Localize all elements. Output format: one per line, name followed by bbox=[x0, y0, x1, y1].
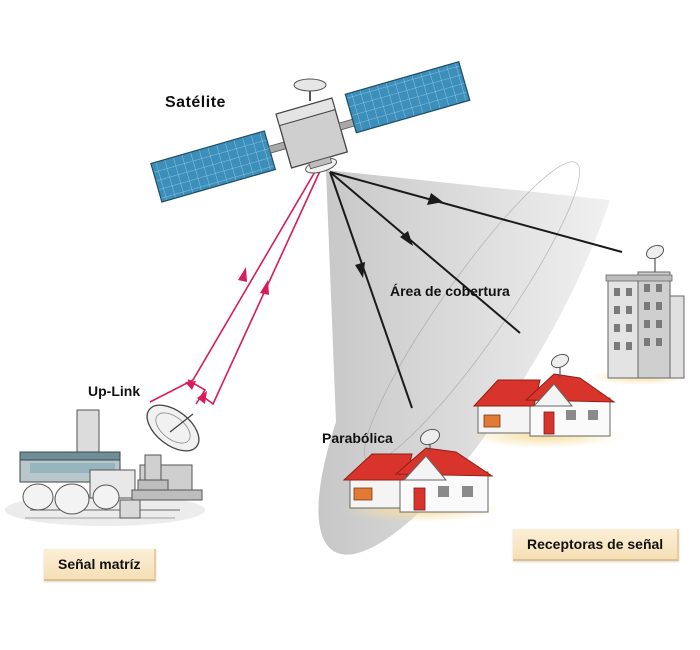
uplink-dish-icon bbox=[137, 404, 200, 491]
downlink-beam-house-left bbox=[329, 171, 413, 409]
arrowhead-icon bbox=[400, 231, 413, 246]
coverage-area-label: Área de cobertura bbox=[390, 283, 510, 299]
arrowhead-icon bbox=[197, 391, 207, 404]
source-signal-tag: Señal matríz bbox=[44, 549, 157, 581]
downlink-arrowheads bbox=[355, 193, 443, 278]
uplink-label: Up-Link bbox=[88, 383, 141, 399]
dish-label: Parabólica bbox=[322, 430, 393, 446]
receivers-tag: Receptoras de señal bbox=[513, 529, 680, 561]
uplink-beam-outer bbox=[149, 169, 317, 403]
downlink-beams bbox=[329, 171, 623, 409]
apartment-building-icon bbox=[590, 244, 690, 385]
arrowhead-icon bbox=[427, 193, 443, 205]
downlink-beam-building bbox=[329, 171, 623, 253]
uplink-beams bbox=[149, 169, 321, 406]
arrowhead-icon bbox=[355, 262, 365, 278]
uplink-beam-inner bbox=[204, 170, 321, 406]
ground-station-icon bbox=[5, 409, 205, 526]
arrowhead-icon bbox=[260, 280, 269, 295]
house-right-icon bbox=[467, 353, 623, 448]
satellite-icon bbox=[150, 60, 471, 203]
downlink-beam-house-right bbox=[329, 171, 521, 334]
arrowhead-icon bbox=[238, 267, 247, 282]
house-left-icon bbox=[340, 428, 500, 522]
uplink-arrowheads bbox=[185, 267, 269, 404]
arrowhead-icon bbox=[185, 381, 196, 390]
satellite-label: Satélite bbox=[165, 94, 226, 111]
